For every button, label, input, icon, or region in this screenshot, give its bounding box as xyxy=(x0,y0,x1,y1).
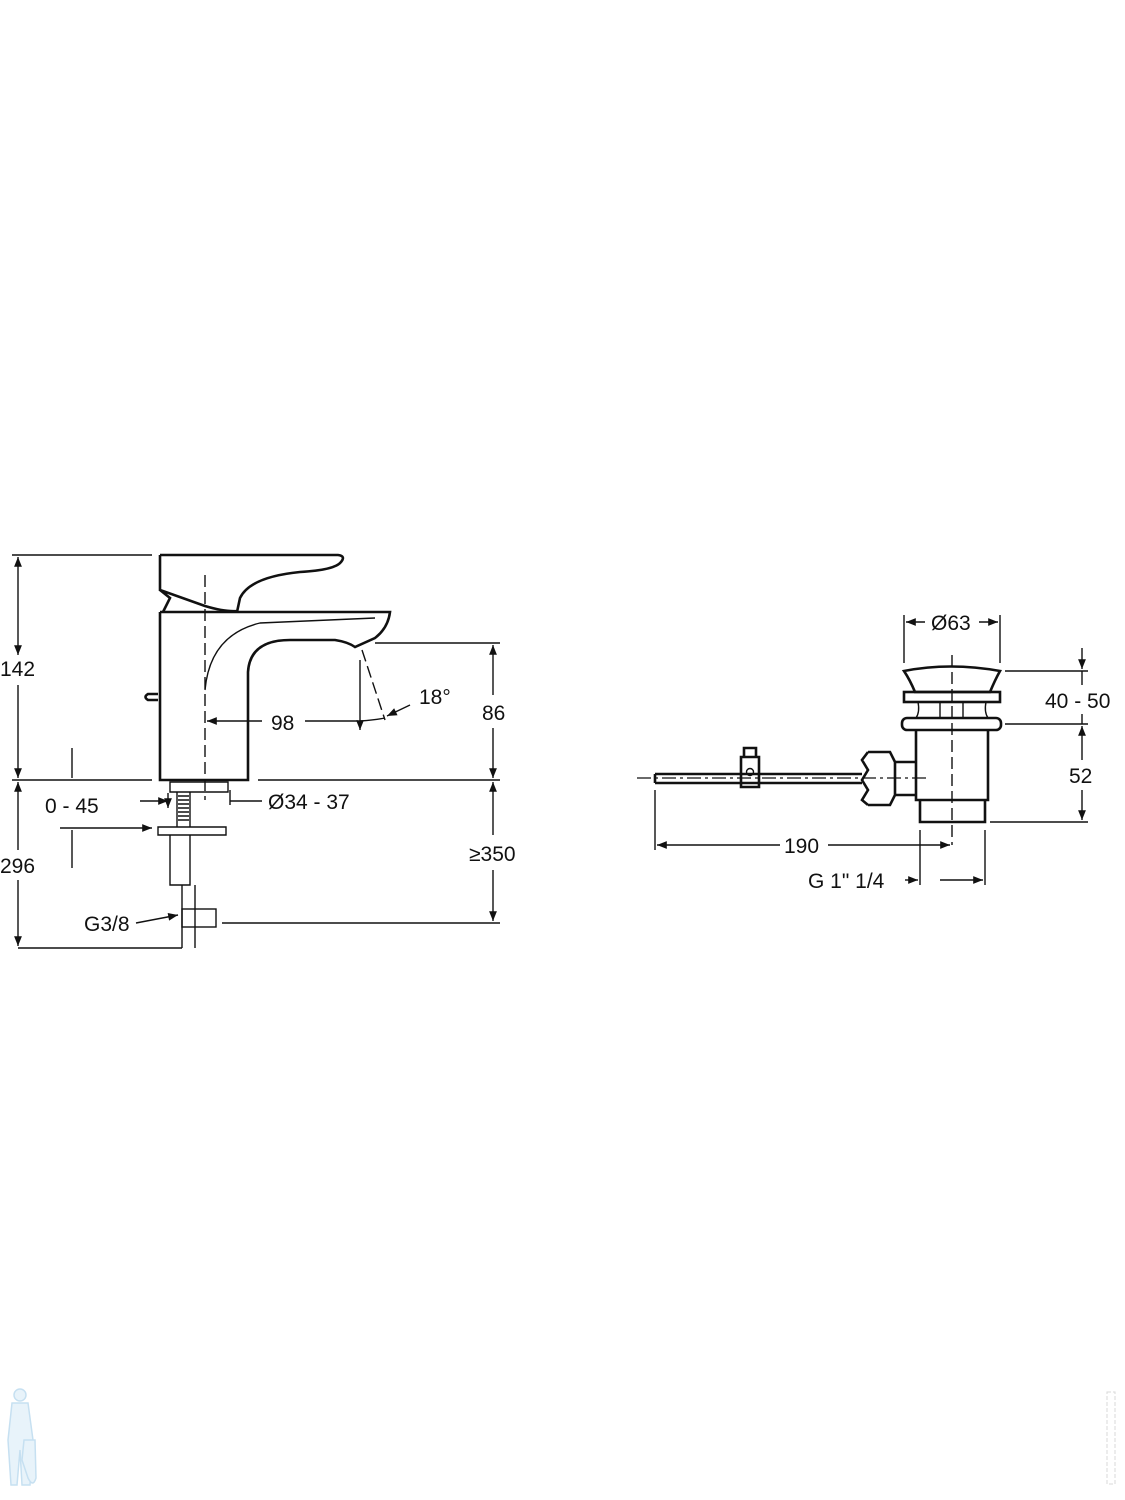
dim-label-52: 52 xyxy=(1069,765,1092,788)
faucet-thread-hatching xyxy=(178,795,189,821)
faucet-spout-curve xyxy=(204,617,376,691)
dim-label-296: 296 xyxy=(0,855,35,878)
dim-label-190: 190 xyxy=(784,835,819,858)
drain-rod-clamp xyxy=(739,746,761,789)
dim-label-350: ≥350 xyxy=(469,843,516,866)
dim-label-deck: 0 - 45 xyxy=(45,795,99,818)
dim-label-outlet-thread: G 1" 1/4 xyxy=(808,870,885,893)
dim-label-thread: G3/8 xyxy=(84,913,130,936)
dim-label-stroke: 40 - 50 xyxy=(1045,690,1110,713)
dim-label-86: 86 xyxy=(482,702,505,725)
dim-label-98: 98 xyxy=(271,712,294,735)
dim-label-angle: 18° xyxy=(419,686,451,709)
dim-label-hole: Ø34 - 37 xyxy=(268,791,350,814)
faucet-drawing: 142 296 86 ≥350 98 18° 0 - 45 Ø34 - 37 G… xyxy=(0,553,516,949)
faucet-body xyxy=(158,610,392,782)
faucet-lever xyxy=(158,553,345,613)
dim-label-cap-diameter: Ø63 xyxy=(931,612,971,635)
watermark-plumber-logo xyxy=(7,1388,37,1486)
faucet-pin xyxy=(144,692,158,702)
drain-cap xyxy=(901,665,1003,694)
faucet-hose-nut xyxy=(181,908,217,928)
drain-drawing: Ø63 40 - 50 52 190 G 1" 1/4 xyxy=(637,612,1110,893)
watermark-side-text xyxy=(1106,1391,1116,1485)
dim-label-142: 142 xyxy=(0,658,35,681)
